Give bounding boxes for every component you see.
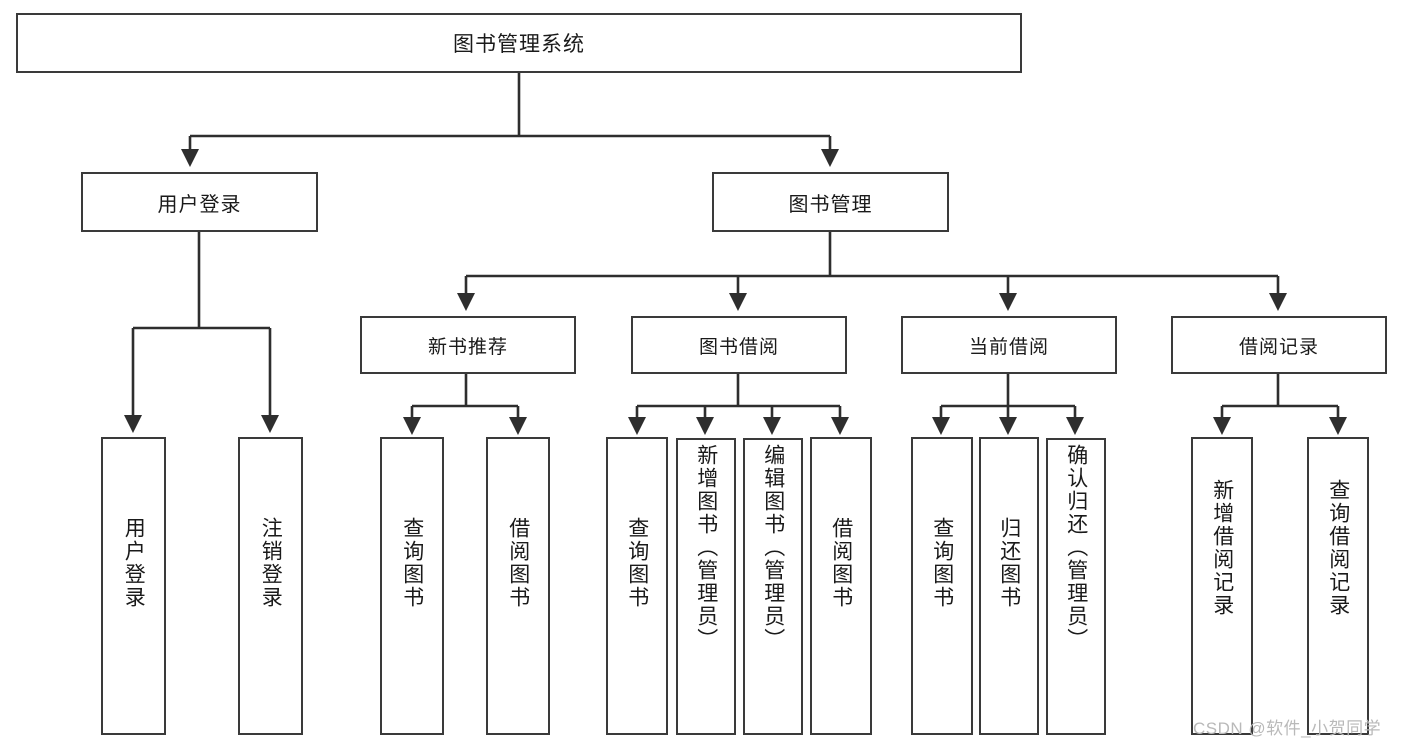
node-new-book-rec[interactable]: 新书推荐 bbox=[360, 316, 576, 374]
node-leaf-query-record-label: 查询借阅记录 bbox=[1326, 479, 1350, 617]
link-user-login-bus bbox=[133, 232, 270, 330]
node-leaf-confirm-return-label: 确认归还（管理员） bbox=[1064, 444, 1088, 651]
node-leaf-return-book[interactable]: 归还图书 bbox=[979, 437, 1039, 735]
node-leaf-borrow-book-1[interactable]: 借阅图书 bbox=[486, 437, 550, 735]
node-borrow-record-label: 借阅记录 bbox=[1238, 336, 1319, 358]
node-leaf-user-login-label: 用户登录 bbox=[122, 517, 146, 609]
node-user-login-label: 用户登录 bbox=[157, 193, 242, 216]
node-leaf-return-book-label: 归还图书 bbox=[997, 517, 1021, 609]
node-leaf-add-book[interactable]: 新增图书（管理员） bbox=[676, 438, 736, 735]
node-leaf-query-record[interactable]: 查询借阅记录 bbox=[1307, 437, 1369, 735]
node-current-borrow-label: 当前借阅 bbox=[968, 336, 1049, 358]
node-book-borrow-label: 图书借阅 bbox=[698, 336, 779, 358]
link-root-bus bbox=[190, 73, 830, 138]
node-leaf-add-book-label: 新增图书（管理员） bbox=[694, 444, 718, 651]
node-leaf-query-book-1[interactable]: 查询图书 bbox=[380, 437, 444, 735]
node-leaf-add-record[interactable]: 新增借阅记录 bbox=[1191, 437, 1253, 735]
node-book-manage[interactable]: 图书管理 bbox=[712, 172, 949, 232]
node-leaf-query-book-1-label: 查询图书 bbox=[400, 517, 424, 609]
node-new-book-rec-label: 新书推荐 bbox=[427, 336, 508, 358]
csdn-watermark: CSDN @软件_小贺同学 bbox=[1193, 719, 1382, 738]
node-root[interactable]: 图书管理系统 bbox=[16, 13, 1022, 73]
node-book-manage-label: 图书管理 bbox=[788, 193, 873, 216]
node-root-label: 图书管理系统 bbox=[453, 33, 585, 56]
node-leaf-confirm-return[interactable]: 确认归还（管理员） bbox=[1046, 438, 1106, 735]
node-current-borrow[interactable]: 当前借阅 bbox=[901, 316, 1117, 374]
node-leaf-logout-login[interactable]: 注销登录 bbox=[238, 437, 303, 735]
node-leaf-borrow-book-1-label: 借阅图书 bbox=[506, 517, 530, 609]
link-book-manage-bus bbox=[466, 232, 1278, 278]
link-cb-bus bbox=[941, 374, 1075, 408]
node-leaf-query-book-2[interactable]: 查询图书 bbox=[606, 437, 668, 735]
node-leaf-edit-book[interactable]: 编辑图书（管理员） bbox=[743, 438, 803, 735]
node-leaf-user-login[interactable]: 用户登录 bbox=[101, 437, 166, 735]
node-book-borrow[interactable]: 图书借阅 bbox=[631, 316, 847, 374]
link-nbr-bus bbox=[412, 374, 518, 408]
node-leaf-borrow-book-2[interactable]: 借阅图书 bbox=[810, 437, 872, 735]
node-leaf-add-record-label: 新增借阅记录 bbox=[1210, 479, 1234, 617]
node-borrow-record[interactable]: 借阅记录 bbox=[1171, 316, 1387, 374]
node-leaf-logout-login-label: 注销登录 bbox=[259, 517, 283, 609]
node-leaf-borrow-book-2-label: 借阅图书 bbox=[829, 517, 853, 609]
node-leaf-edit-book-label: 编辑图书（管理员） bbox=[761, 444, 785, 651]
link-br-bus bbox=[1222, 374, 1338, 408]
link-bb-bus bbox=[637, 374, 840, 408]
node-leaf-query-book-3-label: 查询图书 bbox=[930, 517, 954, 609]
node-leaf-query-book-3[interactable]: 查询图书 bbox=[911, 437, 973, 735]
node-user-login[interactable]: 用户登录 bbox=[81, 172, 318, 232]
node-leaf-query-book-2-label: 查询图书 bbox=[625, 517, 649, 609]
